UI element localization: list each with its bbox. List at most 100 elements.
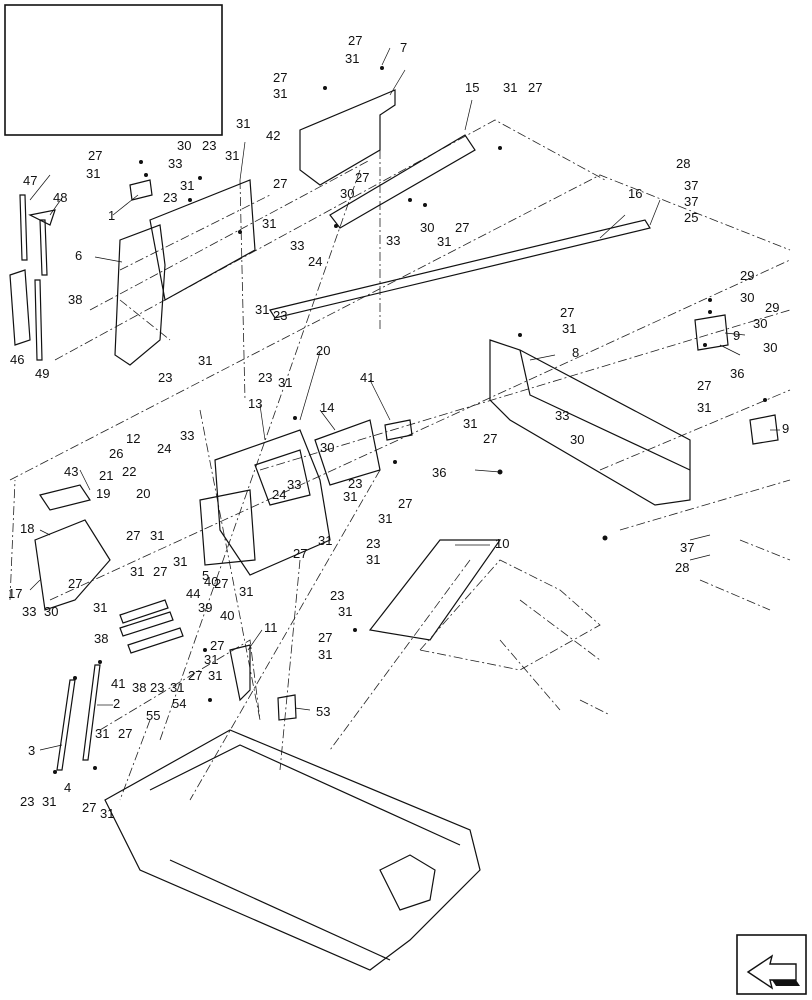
callout-27: 27: [318, 630, 332, 645]
callout-41: 40: [204, 574, 218, 589]
callout-20: 20: [136, 486, 150, 501]
callout-27: 27: [88, 148, 102, 163]
callout-2: 2: [113, 696, 120, 711]
callout-24: 24: [272, 487, 286, 502]
leader-lines: [29, 47, 780, 751]
callout-50: 49: [35, 366, 49, 381]
callout-31: 30: [570, 432, 584, 447]
callout-15: 15: [465, 80, 479, 95]
callout-19: 19: [96, 486, 110, 501]
callout-31: 30: [420, 220, 434, 235]
callout-33: 31: [463, 416, 477, 431]
callout-33: 31: [86, 166, 100, 181]
callout-10: 10: [495, 536, 509, 551]
callout-9: 9: [782, 421, 789, 436]
callout-6: 6: [75, 248, 82, 263]
callout-4: 4: [64, 780, 71, 795]
callout-3: 3: [28, 743, 35, 758]
callout-27: 27: [697, 378, 711, 393]
callout-33: 31: [318, 533, 332, 548]
parts-outlines: [9, 89, 779, 971]
callout-27: 27: [82, 800, 96, 815]
callout-33: 31: [100, 806, 114, 821]
callout-9: 9: [733, 328, 740, 343]
callout-33: 31: [697, 400, 711, 415]
callout-24: 24: [308, 254, 322, 269]
callout-33: 31: [562, 321, 576, 336]
callout-14: 14: [320, 400, 334, 415]
callout-33: 31: [170, 680, 184, 695]
callout-23: 23: [348, 476, 362, 491]
callout-27: 27: [355, 170, 369, 185]
callout-33: 31: [343, 489, 357, 504]
callout-33: 31: [338, 604, 352, 619]
callout-36: 36: [730, 366, 744, 381]
callout-27: 27: [214, 576, 228, 591]
callout-27: 27: [68, 576, 82, 591]
callout-7: 7: [400, 40, 407, 55]
callout-22: 22: [122, 464, 136, 479]
callout-18: 18: [20, 521, 34, 536]
callout-27: 27: [273, 70, 287, 85]
callout-33: 31: [198, 353, 212, 368]
callout-33: 31: [366, 552, 380, 567]
callout-28: 28: [675, 560, 689, 575]
callout-27: 27: [348, 33, 362, 48]
callout-33: 31: [273, 86, 287, 101]
callout-24: 24: [157, 441, 171, 456]
callout-43: 42: [266, 128, 280, 143]
callout-27: 27: [560, 305, 574, 320]
callout-33: 31: [150, 528, 164, 543]
callout-33: 31: [255, 302, 269, 317]
callout-27: 27: [126, 528, 140, 543]
callout-31: 30: [44, 604, 58, 619]
callout-33: 31: [208, 668, 222, 683]
callout-41: 41: [111, 676, 125, 691]
callout-26: 26: [109, 446, 123, 461]
callout-27: 27: [483, 431, 497, 446]
callout-31: 30: [177, 138, 191, 153]
callout-33: 31: [236, 116, 250, 131]
callout-33: 31: [239, 584, 253, 599]
callout-29: 29: [765, 300, 779, 315]
callout-28: 28: [676, 156, 690, 171]
callout-39: 38: [94, 631, 108, 646]
callout-33: 31: [378, 511, 392, 526]
callout-21: 21: [99, 468, 113, 483]
callout-33: 31: [262, 216, 276, 231]
callout-33: 31: [278, 375, 292, 390]
callout-53: 54: [172, 696, 186, 711]
callout-12: 12: [126, 431, 140, 446]
callout-23: 23: [202, 138, 216, 153]
callout-54: 55: [146, 708, 160, 723]
callout-34: 33: [180, 428, 194, 443]
callout-52: 53: [316, 704, 330, 719]
callout-37: 38: [68, 292, 82, 307]
callout-33: 31: [225, 148, 239, 163]
callout-33: 31: [42, 794, 56, 809]
callout-33: 31: [503, 80, 517, 95]
callout-47: 46: [10, 352, 24, 367]
callout-23: 23: [330, 588, 344, 603]
callout-23: 23: [158, 370, 172, 385]
callout-42: 40: [220, 608, 234, 623]
callout-27: 27: [118, 726, 132, 741]
callout-44: 41: [360, 370, 374, 385]
callout-33: 31: [130, 564, 144, 579]
callout-27: 27: [273, 176, 287, 191]
callout-35: 37: [684, 178, 698, 193]
callout-34: 33: [386, 233, 400, 248]
callout-30: 30: [763, 340, 777, 355]
callout-33: 31: [204, 652, 218, 667]
callout-27: 27: [210, 638, 224, 653]
callout-1: 1: [108, 208, 115, 223]
page-turn-arrow-icon[interactable]: [736, 934, 807, 995]
callout-27: 27: [153, 564, 167, 579]
callout-29: 29: [740, 268, 754, 283]
title-box: [4, 4, 223, 136]
callout-27: 27: [398, 496, 412, 511]
callout-8: 8: [572, 345, 579, 360]
callout-16: 16: [628, 186, 642, 201]
callout-23: 23: [163, 190, 177, 205]
